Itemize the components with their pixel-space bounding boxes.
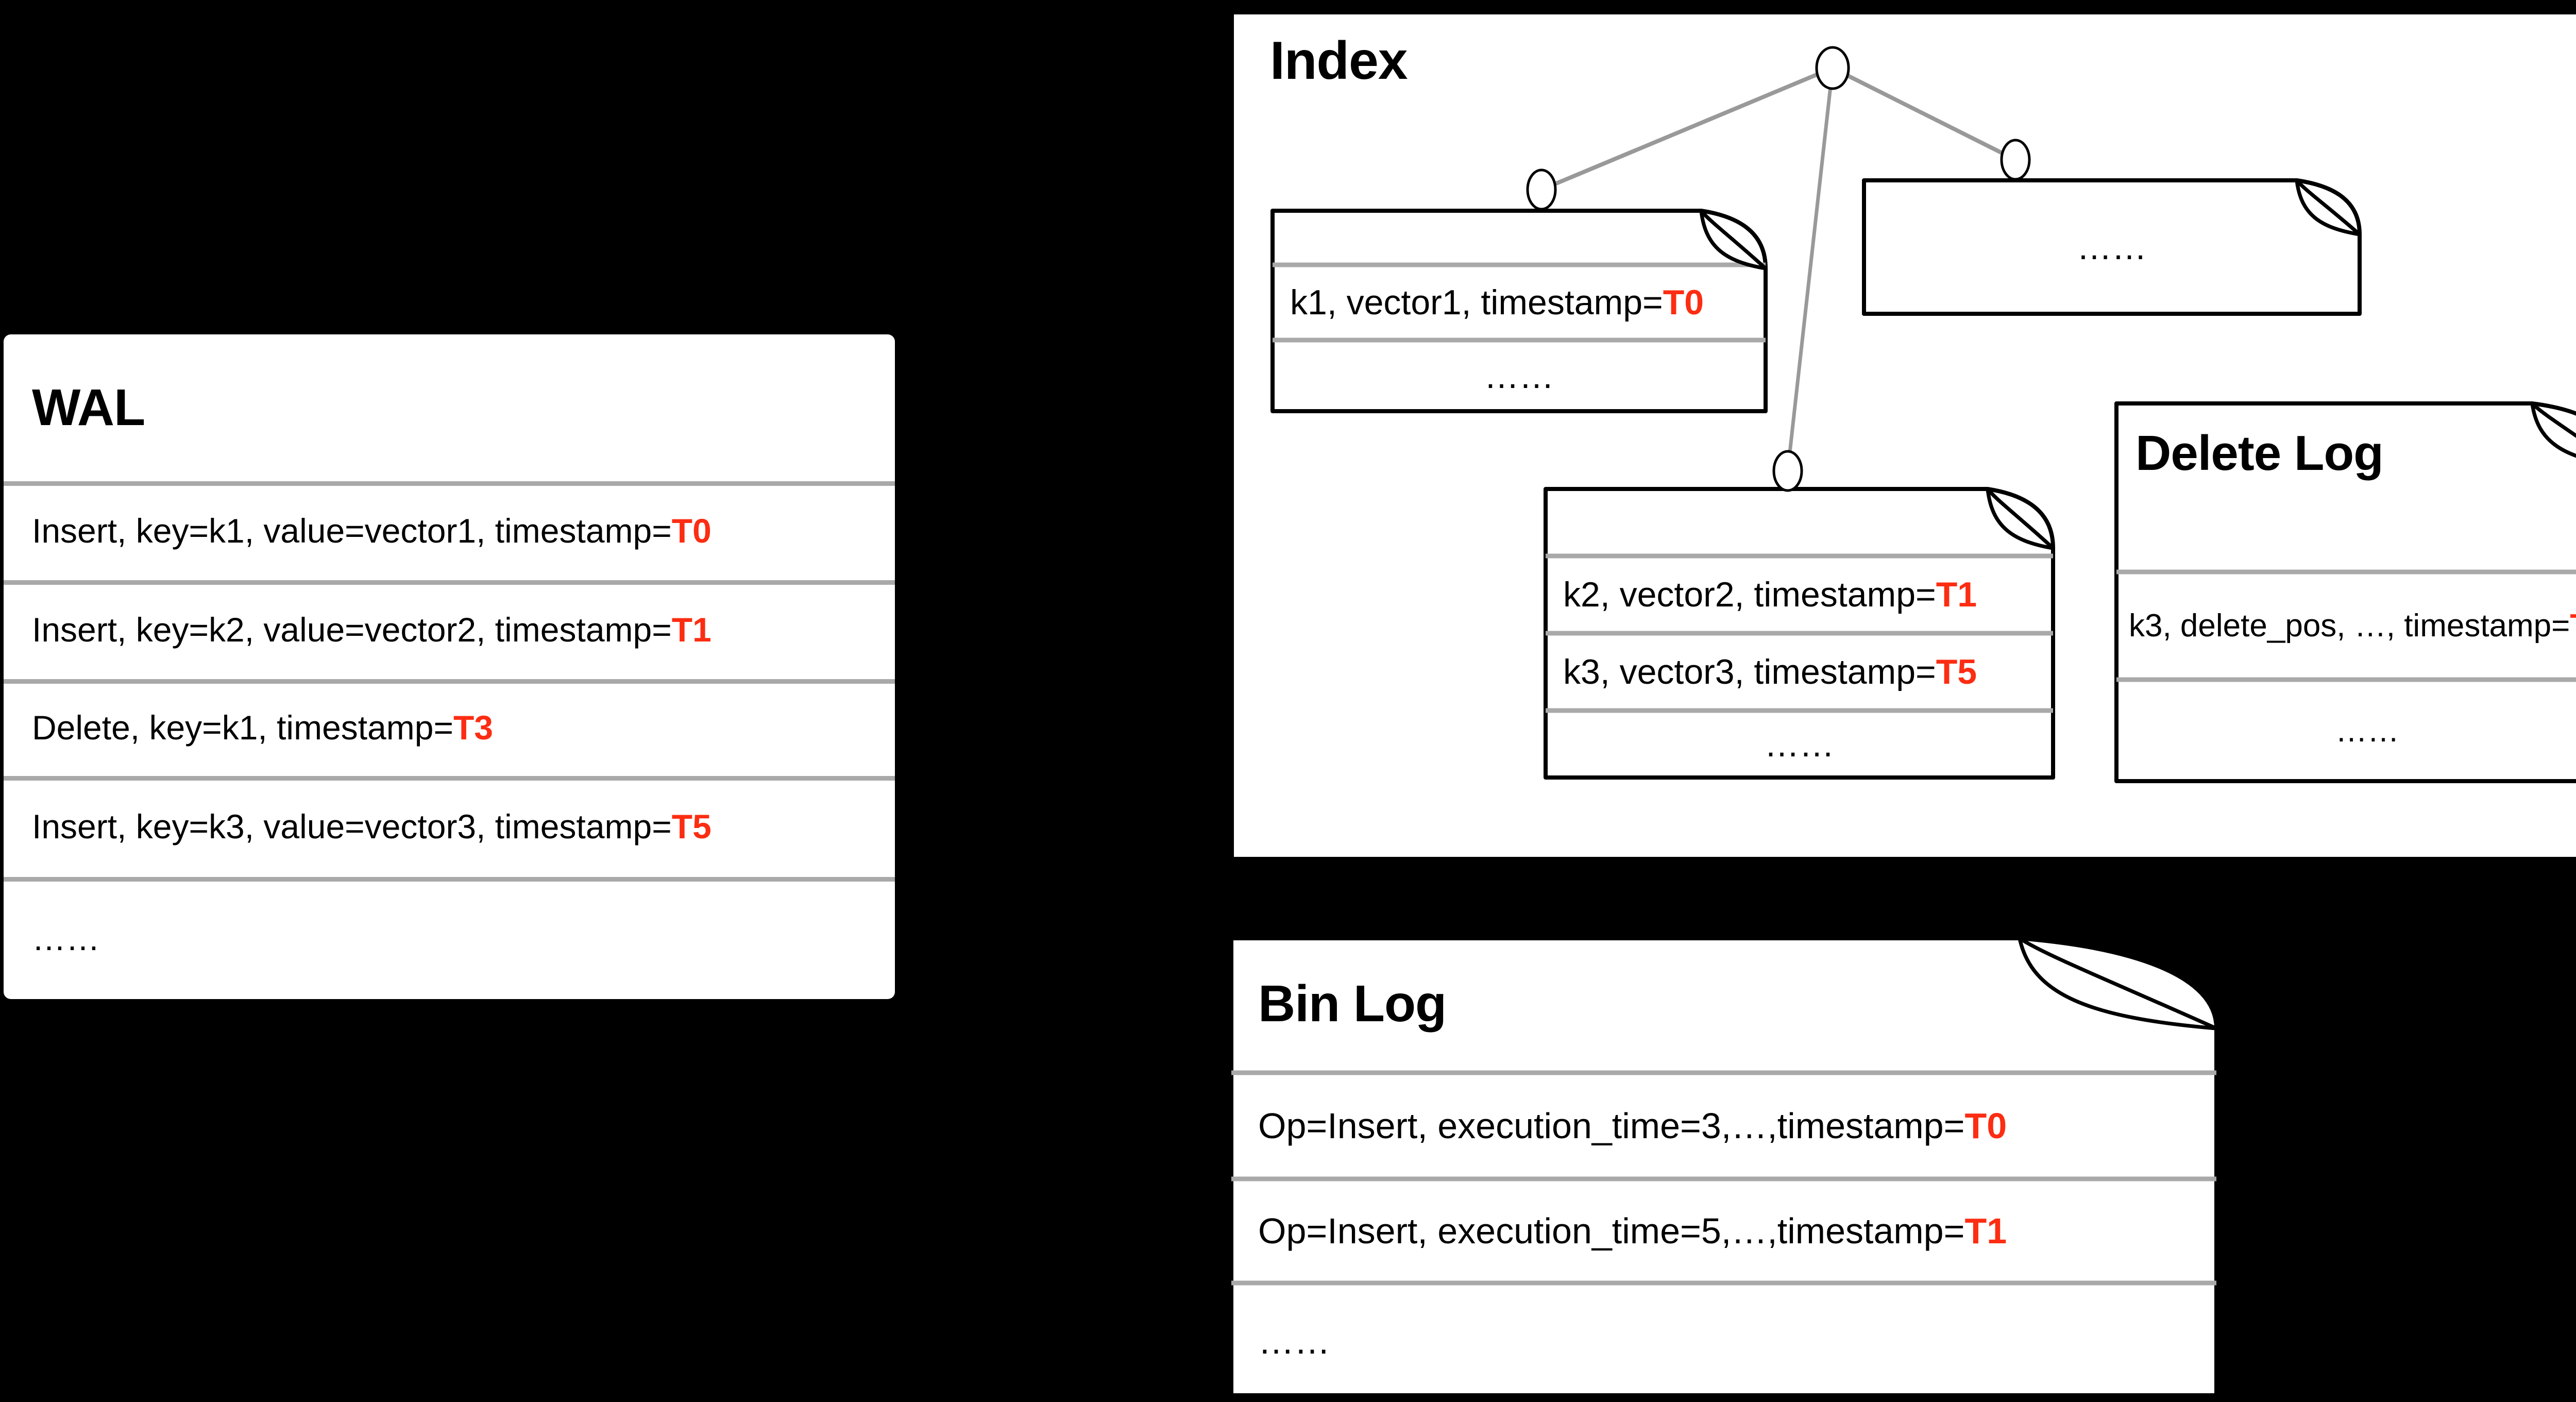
wal-row-text: Insert, key=k1, value=vector1, timestamp… xyxy=(32,512,672,550)
wal-row-insert-k3: Insert, key=k3, value=vector3, timestamp… xyxy=(32,776,895,877)
bin-log-row-ellipsis: …… xyxy=(1258,1283,2221,1399)
timestamp-value: T1 xyxy=(1936,575,1977,614)
ellipsis-text: …… xyxy=(32,919,100,957)
timestamp-value: T0 xyxy=(671,512,711,550)
wal-row-insert-k1: Insert, key=k1, value=vector1, timestamp… xyxy=(32,481,895,580)
wal-divider xyxy=(4,481,895,486)
document-shape xyxy=(1229,936,2218,1397)
folded-corner-icon xyxy=(1986,487,2055,550)
bin-log-row-t0: Op=Insert, execution_time=3,…,timestamp=… xyxy=(1258,1073,2221,1179)
folded-corner-icon xyxy=(2530,401,2576,458)
wal-panel: WAL Insert, key=k1, value=vector1, times… xyxy=(4,334,895,999)
tree-node-k1 xyxy=(1526,168,1557,211)
segment-row-ellipsis: …… xyxy=(1541,711,2057,779)
segment-row-k1: k1, vector1, timestamp=T0 xyxy=(1290,265,1770,340)
wal-title: WAL xyxy=(32,379,145,436)
bin-log-row-text: Op=Insert, execution_time=5,…,timestamp= xyxy=(1258,1211,1965,1251)
tree-edge-right xyxy=(1832,66,2016,162)
timestamp-value: T3 xyxy=(453,708,494,747)
tree-node-more xyxy=(2000,139,2031,181)
timestamp-value: T5 xyxy=(671,807,711,846)
index-segment-more: …… xyxy=(1860,176,2364,318)
wal-row-insert-k2: Insert, key=k2, value=vector2, timestamp… xyxy=(32,580,895,679)
index-title: Index xyxy=(1270,30,1408,91)
ellipsis-text: …… xyxy=(1484,357,1554,396)
ellipsis-text: …… xyxy=(2335,713,2399,749)
wal-divider xyxy=(4,776,895,781)
wal-row-text: Insert, key=k3, value=vector3, timestamp… xyxy=(32,807,672,846)
wal-divider xyxy=(4,877,895,882)
wal-row-text: Delete, key=k1, timestamp= xyxy=(32,708,454,747)
document-outline xyxy=(2114,401,2576,783)
segment-row-text: k1, vector1, timestamp= xyxy=(1290,283,1663,322)
index-panel: Index k1, vector1, timestamp=T0 …… …… k2… xyxy=(1234,14,2576,857)
bin-log-panel: Bin Log Op=Insert, execution_time=3,…,ti… xyxy=(1227,934,2221,1399)
document-shape xyxy=(1862,178,2362,316)
segment-row-k2: k2, vector2, timestamp=T1 xyxy=(1563,556,2057,633)
folded-corner-icon xyxy=(2018,936,2218,1031)
wal-row-ellipsis: …… xyxy=(32,877,895,999)
ellipsis-text: …… xyxy=(1764,725,1835,764)
timestamp-value: T5 xyxy=(1936,652,1977,691)
timestamp-value: T0 xyxy=(1663,283,1704,322)
bin-log-row-text: Op=Insert, execution_time=3,…,timestamp= xyxy=(1258,1106,1965,1146)
delete-log-panel: Delete Log k3, delete_pos, …, timestamp=… xyxy=(2112,399,2576,785)
wal-divider xyxy=(4,580,895,585)
segment-row-ellipsis: …… xyxy=(1268,340,1770,412)
bin-log-row-t1: Op=Insert, execution_time=5,…,timestamp=… xyxy=(1258,1179,2221,1283)
tree-edge-left xyxy=(1540,66,1834,192)
wal-row-text: Insert, key=k2, value=vector2, timestamp… xyxy=(32,611,672,649)
segment-row-text: k3, vector3, timestamp= xyxy=(1563,652,1936,691)
delete-log-row-ellipsis: …… xyxy=(2112,680,2576,782)
wal-row-delete-k1: Delete, key=k1, timestamp=T3 xyxy=(32,679,895,776)
index-segment-k2k3: k2, vector2, timestamp=T1 k3, vector3, t… xyxy=(1541,485,2057,782)
document-shape xyxy=(1270,209,1768,413)
tree-root-node xyxy=(1815,46,1850,90)
timestamp-value: T1 xyxy=(671,611,711,649)
delete-log-row-text: k3, delete_pos, …, timestamp= xyxy=(2129,608,2570,644)
segment-row-k3: k3, vector3, timestamp=T5 xyxy=(1563,633,2057,711)
bin-log-title: Bin Log xyxy=(1258,974,1447,1033)
timestamp-value: T0 xyxy=(1964,1106,2007,1146)
folded-corner-icon xyxy=(1699,209,1768,271)
tree-edge-middle xyxy=(1786,67,1835,471)
timestamp-value: T1 xyxy=(1964,1211,2007,1251)
folded-corner-icon xyxy=(2295,178,2362,237)
segment-row-ellipsis: …… xyxy=(1860,176,2364,318)
index-segment-k1: k1, vector1, timestamp=T0 …… xyxy=(1268,207,1770,415)
delete-log-title: Delete Log xyxy=(2136,426,2384,481)
timestamp-value: T3 xyxy=(2570,607,2576,644)
ellipsis-text: …… xyxy=(2077,227,2147,267)
ellipsis-text: …… xyxy=(1258,1321,1330,1361)
wal-divider xyxy=(4,679,895,684)
segment-row-text: k2, vector2, timestamp= xyxy=(1563,575,1936,614)
delete-log-row-k3: k3, delete_pos, …, timestamp=T3 xyxy=(2129,572,2576,680)
document-shape xyxy=(1544,487,2055,780)
document-shape xyxy=(2114,401,2576,783)
